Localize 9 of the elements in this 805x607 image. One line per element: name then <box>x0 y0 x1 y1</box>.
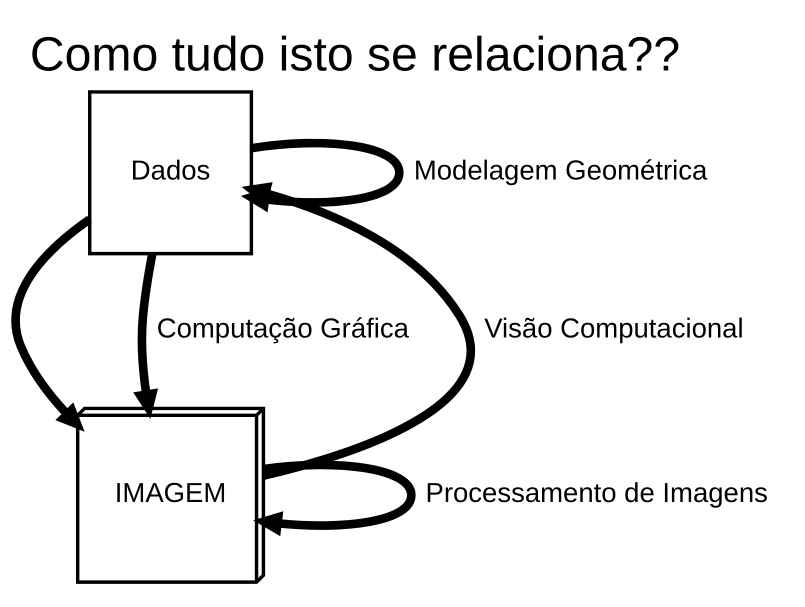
edge-label: Processamento de Imagens <box>425 476 768 508</box>
edge-label: Computação Gráfica <box>156 312 409 344</box>
edge-label: Modelagem Geométrica <box>414 154 708 186</box>
diagram-title: Como tudo isto se relaciona?? <box>30 27 680 82</box>
node-box: Dados <box>88 90 254 256</box>
arrow <box>11 216 92 432</box>
arrow <box>133 253 158 419</box>
edge-label: Visão Computacional <box>484 312 744 344</box>
arrow <box>253 460 416 536</box>
